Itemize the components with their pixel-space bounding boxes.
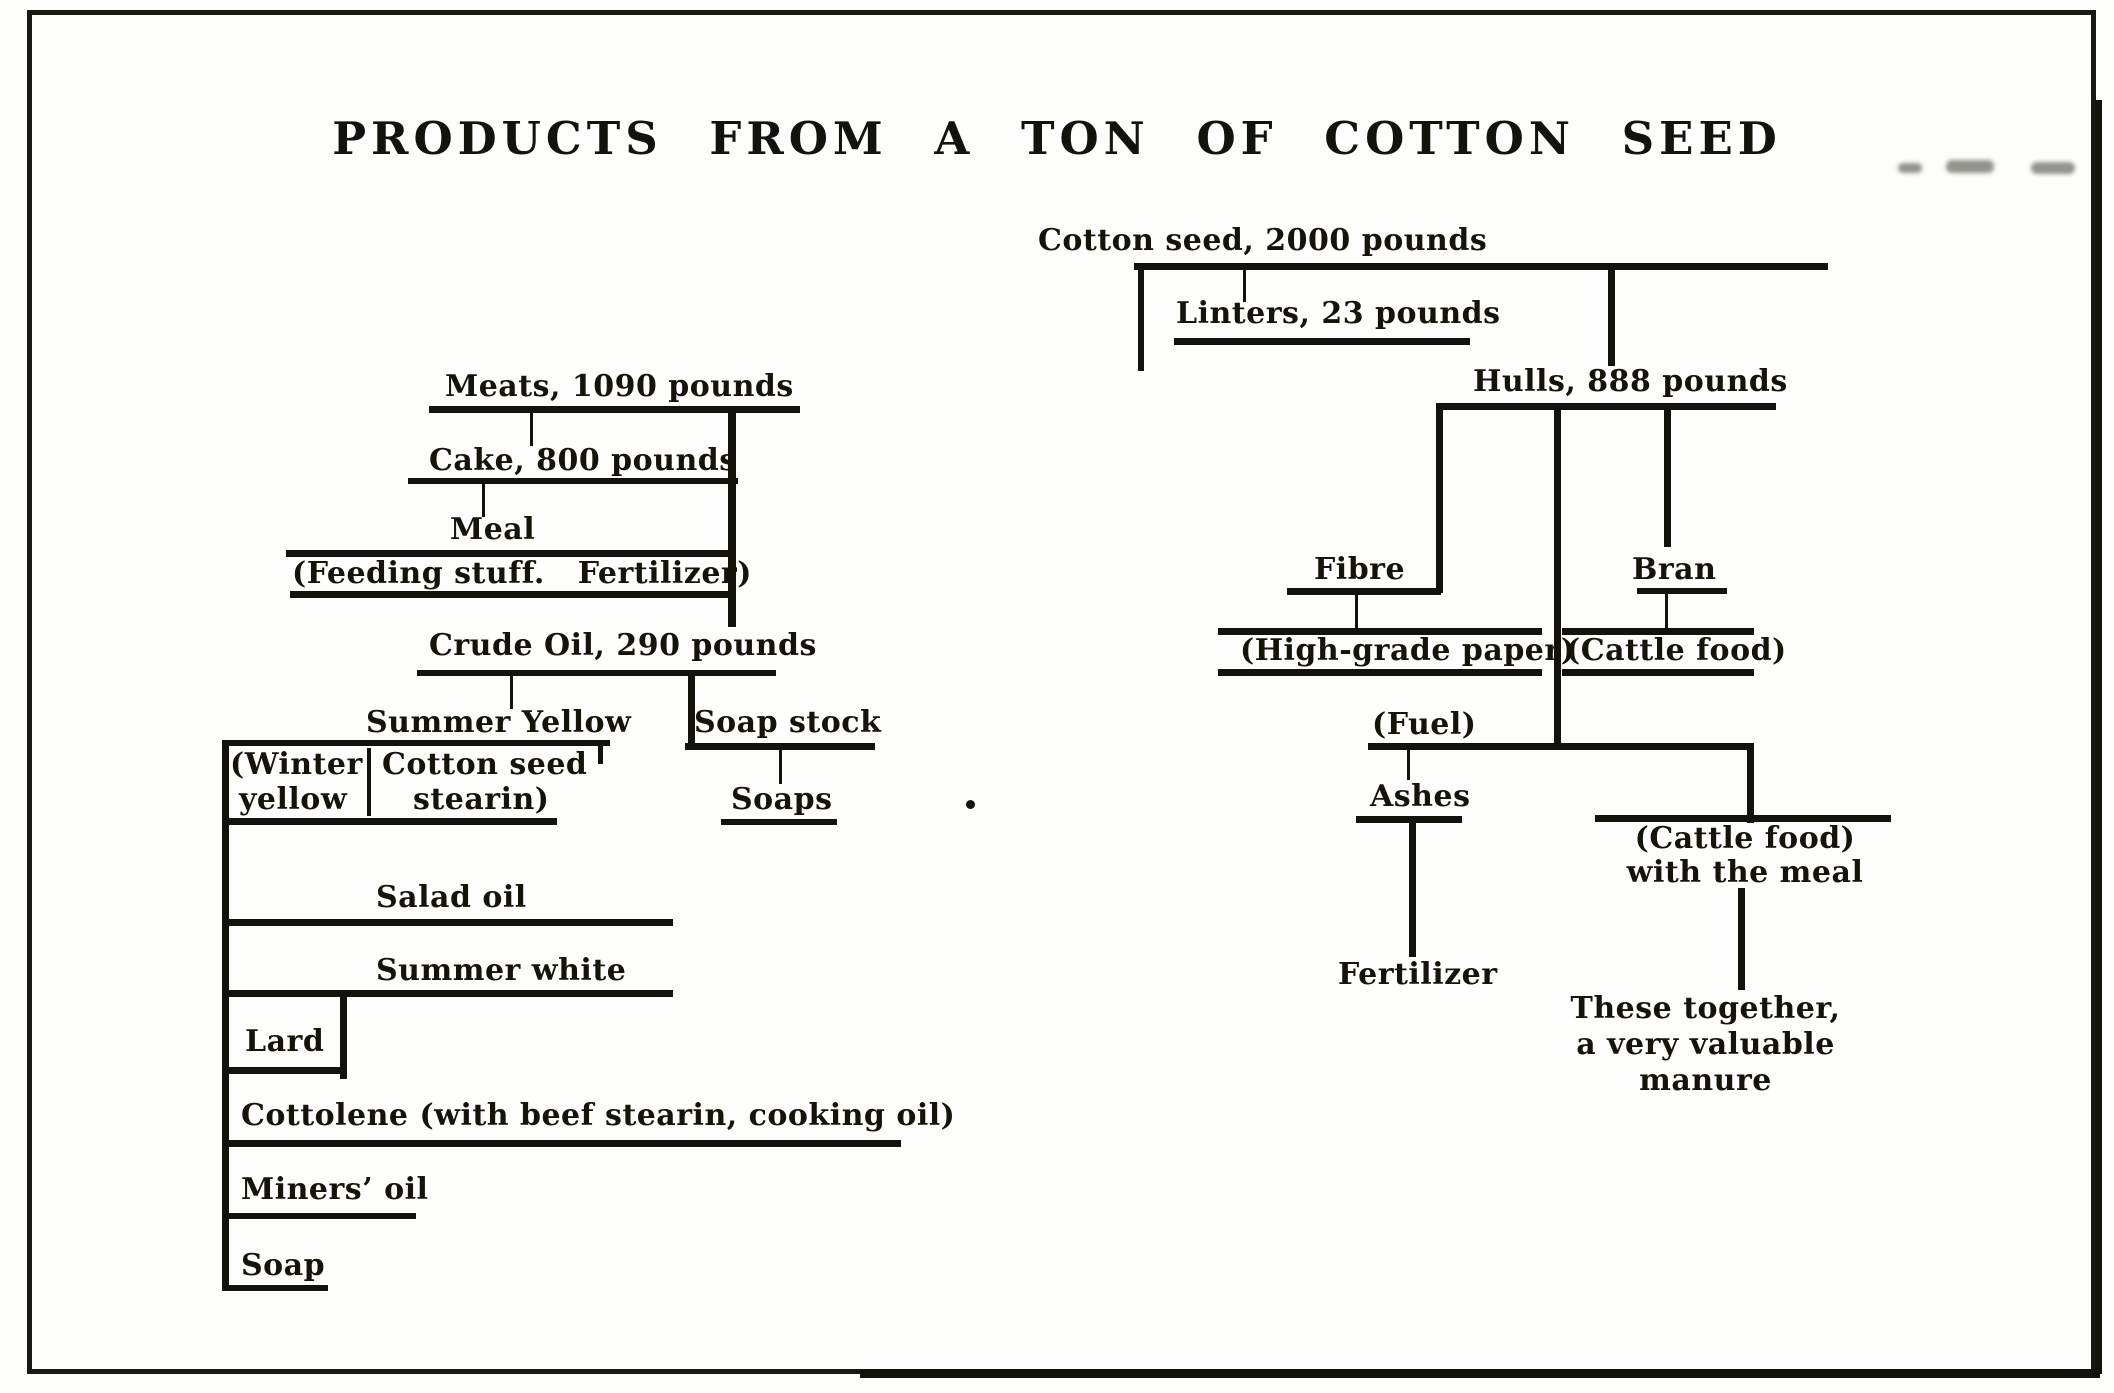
node-linters: Linters, 23 pounds [1176, 296, 1501, 331]
rule-bran [1637, 588, 1727, 594]
connector-main-left-trunk [222, 740, 229, 1291]
connector-hulls-to-bran [1664, 410, 1671, 547]
rule-meal [286, 550, 736, 557]
rule-winter-stearin-bottom [222, 818, 557, 825]
rule-soaps [721, 819, 837, 825]
node-manure-line2: a very valuable [1576, 1027, 1835, 1062]
connector-hulls-to-fibre [1436, 410, 1443, 593]
rule-meats [429, 406, 800, 413]
connector-crude-to-soap-stock [688, 676, 695, 746]
page-border-bottom-thick [860, 1369, 2100, 1378]
node-cattle-food-with-meal-line1: (Cattle food) [1634, 821, 1856, 856]
node-cottolene: Cottolene (with beef stearin, cooking oi… [241, 1098, 956, 1133]
page-border-frame [27, 10, 2096, 1374]
rule-ashes [1356, 816, 1462, 823]
rule-lard [222, 1067, 346, 1074]
connector-summer-yellow-tick [510, 676, 513, 709]
rule-hulls [1436, 403, 1776, 410]
rule-fibre [1287, 588, 1441, 595]
node-manure: These together, a very valuable manure [1563, 991, 1848, 1099]
scan-smudge [1946, 160, 1994, 173]
rule-soap [222, 1285, 328, 1291]
connector-cattle-meal-to-manure [1738, 888, 1745, 990]
node-summer-yellow: Summer Yellow [366, 705, 632, 740]
page-title: PRODUCTS FROM A TON OF COTTON SEED [332, 112, 1782, 165]
connector-soaps-tick [779, 750, 782, 784]
connector-meats-to-crude-oil [728, 406, 736, 627]
rule-fuel [1368, 743, 1754, 750]
rule-soap-stock [685, 743, 875, 750]
node-manure-line1: These together, [1570, 991, 1841, 1026]
node-lard: Lard [245, 1024, 325, 1059]
page-border-right-thick [2095, 100, 2102, 1374]
connector-lard-box-right [340, 990, 347, 1079]
rule-cattle-food-bottom [1562, 669, 1754, 676]
rule-feeding-stuff [290, 591, 736, 598]
scan-smudge [2031, 162, 2075, 174]
node-high-grade-paper: (High-grade paper) [1240, 633, 1576, 668]
rule-salad-oil [222, 919, 673, 926]
node-fibre: Fibre [1314, 552, 1406, 587]
connector-cotton-to-hulls [1608, 263, 1615, 366]
node-fuel: (Fuel) [1372, 707, 1477, 742]
ink-dot-artifact [966, 800, 975, 809]
node-manure-line3: manure [1639, 1063, 1772, 1098]
node-cattle-food-with-meal: (Cattle food) with the meal [1595, 822, 1895, 890]
rule-cottolene [222, 1140, 901, 1147]
node-crude-oil: Crude Oil, 290 pounds [429, 628, 817, 663]
connector-linters-tick [1243, 270, 1246, 302]
node-cattle-food: (Cattle food) [1566, 633, 1787, 668]
rule-cake [408, 478, 738, 484]
node-soaps: Soaps [731, 782, 833, 817]
node-summer-white: Summer white [376, 953, 627, 988]
node-cattle-food-with-meal-line2: with the meal [1626, 855, 1864, 890]
node-soap: Soap [241, 1248, 326, 1283]
connector-meal-tick [482, 484, 485, 517]
rule-high-grade-paper-top [1218, 628, 1542, 635]
node-cake: Cake, 800 pounds [429, 443, 737, 478]
rule-summer-yellow-tail [598, 740, 603, 764]
connector-cotton-bracket [1138, 263, 1144, 371]
node-feeding-stuff-fertilizer: (Feeding stuff. Fertilizer) [292, 556, 752, 591]
connector-bran-tick [1665, 594, 1668, 631]
connector-fibre-tick [1355, 595, 1358, 631]
node-fertilizer: Fertilizer [1338, 957, 1498, 992]
rule-summer-white [222, 990, 673, 997]
node-miners-oil: Miners’ oil [241, 1172, 429, 1207]
rule-cattle-food-top [1562, 628, 1754, 635]
node-meal: Meal [450, 512, 536, 547]
rule-summer-yellow [222, 740, 610, 746]
node-bran: Bran [1632, 552, 1717, 587]
rule-linters [1174, 338, 1470, 345]
rule-cattle-food-meal [1595, 815, 1891, 822]
connector-ashes-to-fertilizer [1409, 823, 1416, 957]
node-meats: Meats, 1090 pounds [445, 369, 794, 404]
node-soap-stock: Soap stock [694, 705, 882, 740]
node-hulls: Hulls, 888 pounds [1473, 364, 1788, 399]
node-winter-yellow-line1: (Winter [230, 747, 363, 782]
node-cotton-seed-stearin-line2: stearin) [413, 782, 550, 817]
rule-crude-oil [417, 670, 776, 676]
node-cotton-seed-stearin-line1: Cotton seed [382, 747, 588, 782]
scan-smudge [1898, 163, 1922, 173]
rule-cotton-seed [1134, 263, 1828, 270]
connector-ashes-tick [1407, 750, 1410, 780]
node-cotton-seed: Cotton seed, 2000 pounds [1038, 223, 1488, 258]
node-salad-oil: Salad oil [376, 880, 527, 915]
connector-fuel-to-cattle-meal [1747, 743, 1754, 823]
node-winter-yellow-line2: yellow [239, 782, 348, 817]
rule-miners-oil [228, 1213, 416, 1219]
connector-hulls-to-fuel [1554, 410, 1561, 746]
divider-winter-stearin [367, 748, 371, 816]
node-ashes: Ashes [1370, 779, 1471, 814]
connector-cake-tick [530, 413, 533, 446]
rule-high-grade-paper-bottom [1218, 669, 1542, 676]
